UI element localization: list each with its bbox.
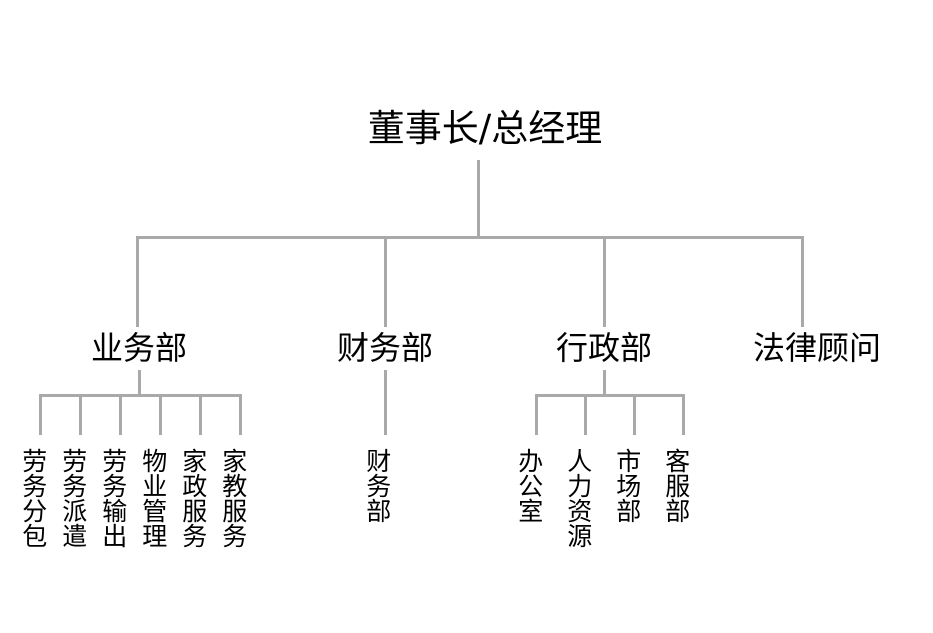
connector-drop-marketing [633,394,636,435]
connector-drop-property-management [159,394,162,435]
connector-business-bus [39,394,242,397]
connector-drop-business [136,236,139,327]
node-labor-dispatch[interactable]: 劳务派遣 [58,448,88,548]
node-labor-subcontract[interactable]: 劳务分包 [18,448,48,548]
connector-business-stem [138,370,141,395]
node-tutoring-service[interactable]: 家教服务 [218,448,248,548]
connector-drop-housekeeping-service [199,394,202,435]
node-business-department[interactable]: 业务部 [90,329,188,367]
connector-drop-labor-export [119,394,122,435]
connector-drop-admin [603,236,606,327]
node-housekeeping-service[interactable]: 家政服务 [178,448,208,548]
node-chairman-general-manager[interactable]: 董事长/总经理 [367,107,603,150]
node-marketing[interactable]: 市场部 [612,448,642,523]
connector-drop-customer-service [682,394,685,435]
node-office[interactable]: 办公室 [514,448,544,523]
connector-drop-office [535,394,538,435]
node-customer-service[interactable]: 客服部 [661,448,691,523]
connector-level1-bus [136,236,804,239]
node-legal-counsel[interactable]: 法律顾问 [752,329,882,367]
connector-drop-labor-dispatch [79,394,82,435]
node-finance-department[interactable]: 财务部 [336,329,434,367]
connector-drop-legal [801,236,804,327]
node-human-resources[interactable]: 人力资源 [563,448,593,548]
connector-admin-stem [603,370,606,395]
connector-drop-human-resources [584,394,587,435]
connector-root-drop [477,160,480,237]
node-finance-unit[interactable]: 财务部 [362,448,392,523]
connector-drop-tutoring-service [239,394,242,435]
node-property-management[interactable]: 物业管理 [138,448,168,548]
connector-drop-finance [384,236,387,327]
node-admin-department[interactable]: 行政部 [555,329,653,367]
node-labor-export[interactable]: 劳务输出 [98,448,128,548]
connector-admin-bus [535,394,685,397]
connector-drop-labor-subcontract [39,394,42,435]
connector-drop-finance-unit [384,370,387,435]
